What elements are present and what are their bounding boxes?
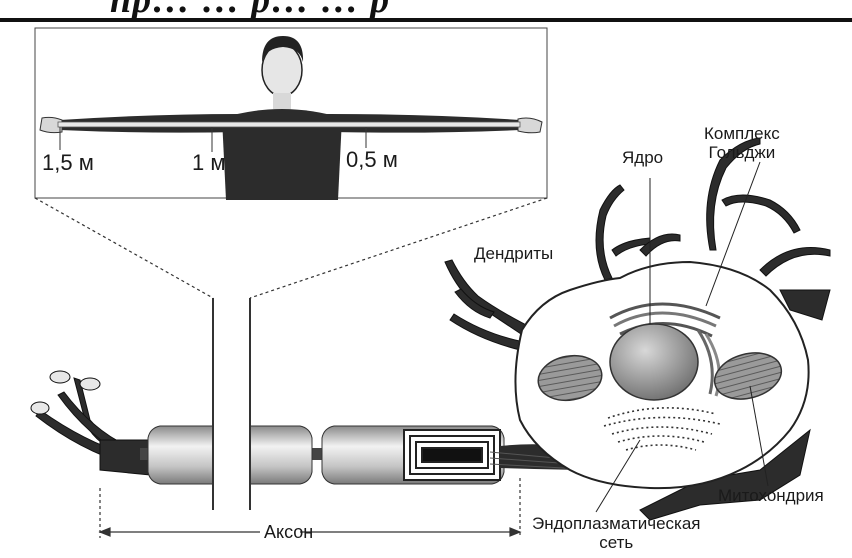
er-label-line2: сеть [532,533,701,552]
measuring-rod [58,122,520,127]
axon-label: Аксон [264,522,313,543]
myelin-wrap [404,430,500,480]
person-neck [273,93,291,109]
person-inset [35,28,547,200]
projection-line-left [35,198,213,298]
golgi-label-line1: Комплекс [704,124,780,143]
axon-terminals [31,371,150,475]
nucleus-label: Ядро [622,148,663,168]
er-label-line1: Эндоплазматическая [532,514,701,533]
scale-label-1m: 1 м [192,150,225,176]
title-rule [0,18,852,22]
scale-label-1-5m: 1,5 м [42,150,94,176]
golgi-label-line2: Гольджи [704,143,780,162]
dendrites-label: Дендриты [474,244,553,264]
right-hand [518,118,542,133]
scale-label-0-5m: 0,5 м [346,147,398,173]
golgi-label: Комплекс Гольджи [704,124,780,162]
nucleus [610,324,698,400]
axon-break-gap [214,300,250,510]
mitochondria-label: Митохондрия [718,486,824,506]
er-label: Эндоплазматическая сеть [532,514,701,552]
